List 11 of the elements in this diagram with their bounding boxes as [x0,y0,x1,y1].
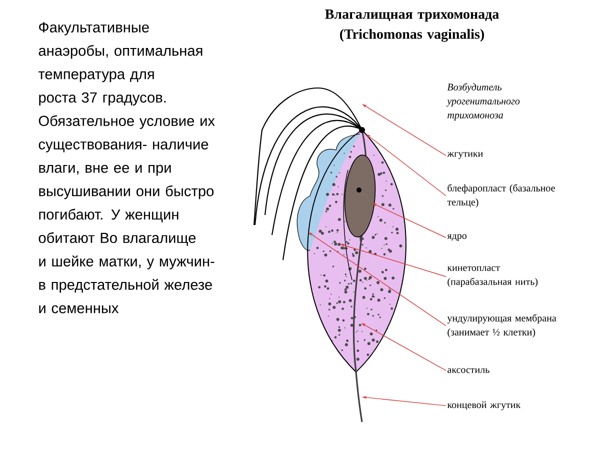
part-label: блефаропласт (базальное тельце) [447,184,555,208]
italic-note: Возбудитель урогенитального трихомоноза [446,83,520,120]
part-label: ундулирующая мембрана (занимает ½ клетки) [447,314,556,338]
description-text: Факультативные анаэробы, оптимальная температура для роста 37 градусов. Обязательное условие их существования- наличие влаги, вне ее и при высушивании они быстро погибают. У женщин обитают Во влагалище и шейке матки, у мужчин- в предстательной железе и семенных [38,22,215,314]
title: Влагалищная трихомонада (Trichomonas vaginalis) [325,10,499,42]
nucleus [344,154,376,238]
part-label: жгутики [447,152,483,159]
part-label: ядро [447,234,467,242]
part-label: кинетопласт (парабазальная нить) [447,266,538,288]
part-label: аксостиль [448,368,490,373]
part-label: концевой жгутик [447,401,521,410]
